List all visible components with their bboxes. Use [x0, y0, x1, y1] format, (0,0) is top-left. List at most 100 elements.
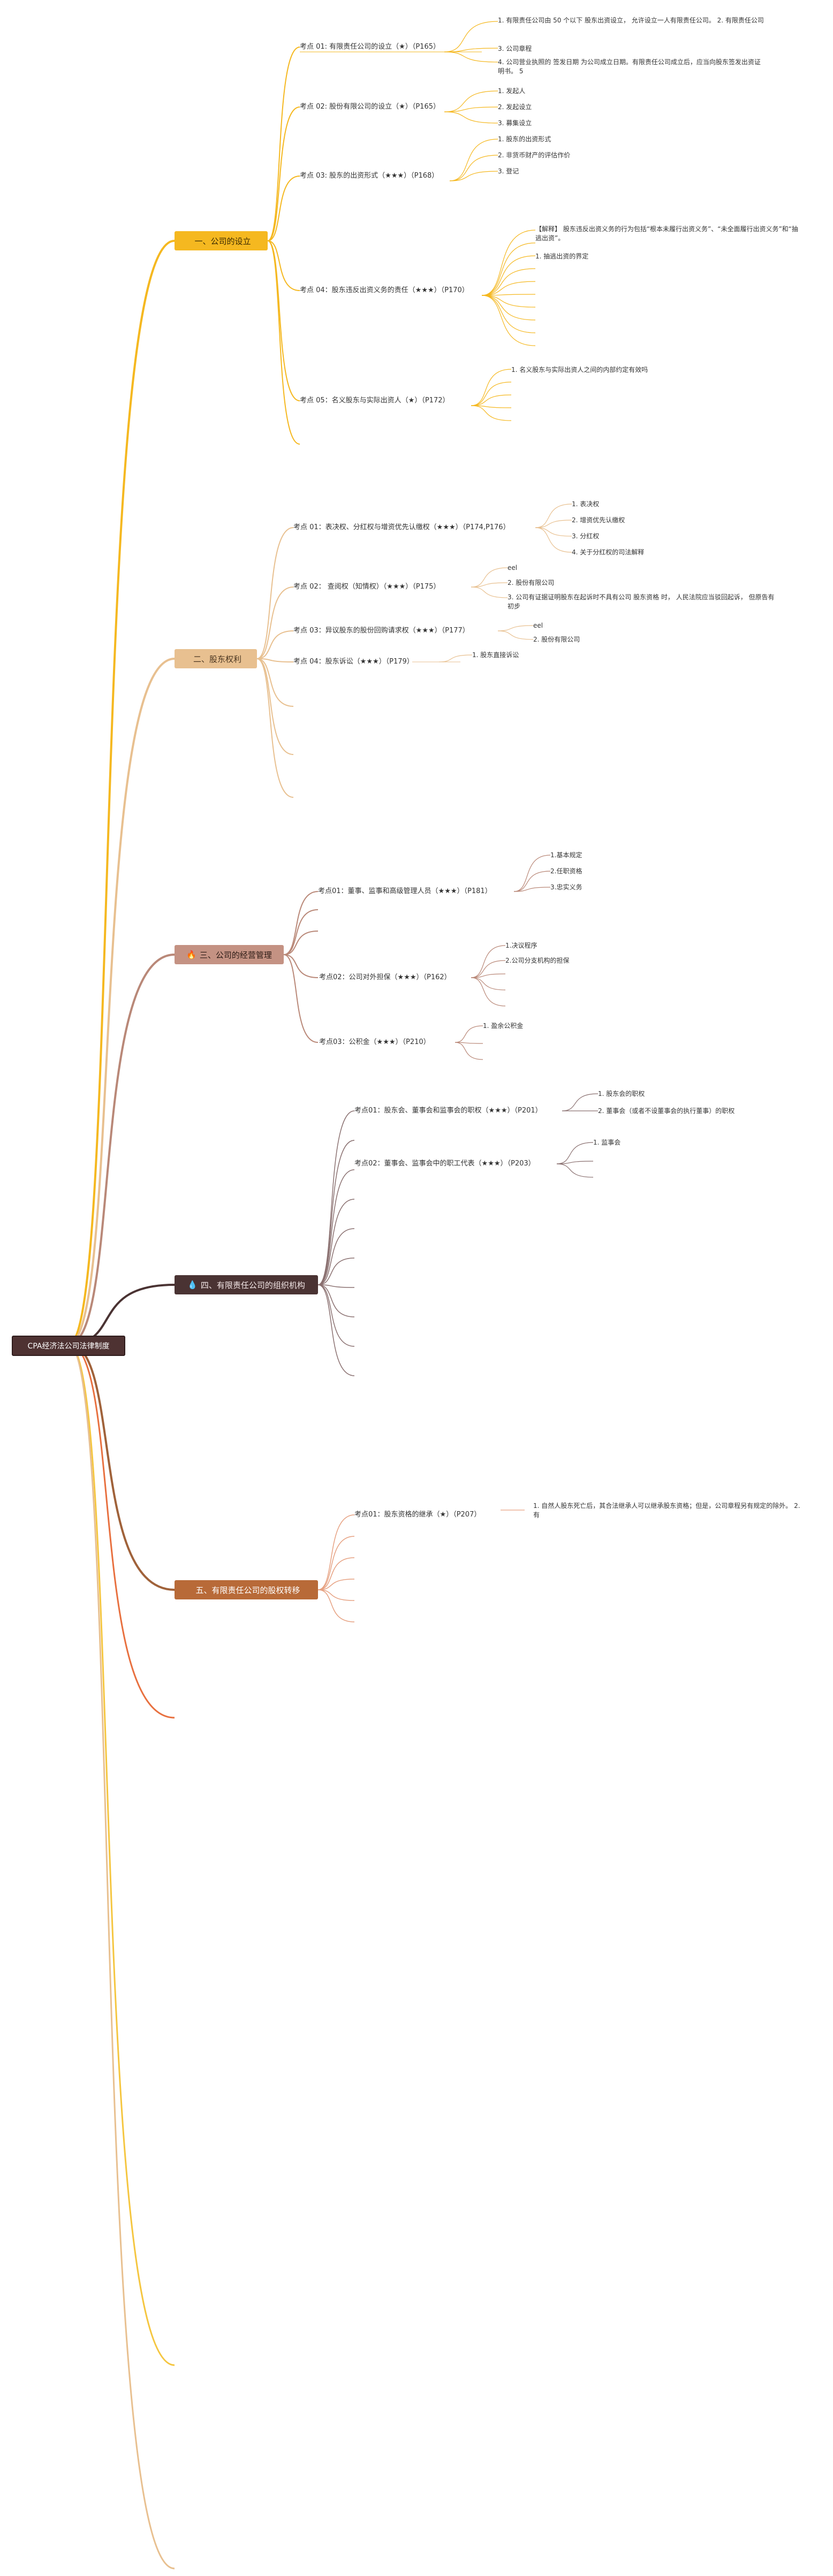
detail-item: 【解释】 股东违反出资义务的行为包括“根本未履行出资义务”、“未全面履行出资义务… — [535, 225, 798, 242]
kaodian-node[interactable]: 考点02：公司对外担保（★★★）（P162） — [319, 973, 451, 981]
connector-line — [256, 658, 294, 798]
detail-item: 1. 表决权 — [572, 500, 600, 508]
connector-line — [471, 382, 512, 406]
connector-line — [481, 295, 536, 333]
connector-line — [455, 1042, 483, 1060]
detail-item: 2. 增资优先认缴权 — [572, 516, 625, 524]
connector-line — [267, 240, 300, 445]
kaodian-node[interactable]: 考点 03：异议股东的股份回购请求权（★★★）（P177） — [293, 627, 469, 635]
connector-line — [455, 1042, 483, 1044]
root-branch-line — [68, 1343, 175, 1719]
section-label: 二、股东权利 — [193, 654, 241, 664]
kaodian-node[interactable]: 考点 02： 查阅权（知情权）（★★★）（P175） — [293, 583, 441, 591]
connector-line — [471, 973, 506, 978]
detail-item: 1. 股东的出资形式 — [498, 135, 551, 143]
detail-item: 3. 公司章程 — [498, 45, 532, 52]
detail-item: 1. 监事会 — [593, 1139, 621, 1146]
section-llc-organization[interactable]: 💧 四、有限责任公司的组织机构 — [175, 1275, 318, 1294]
connector-line — [497, 630, 534, 640]
detail-item: 2. 非货币财产的评估作价 — [498, 151, 571, 159]
connector-line — [444, 90, 498, 112]
section-label: 一、公司的设立 — [194, 236, 251, 246]
connector-line — [471, 586, 508, 598]
kaodian-node[interactable]: 考点01：股东会、董事会和监事会的职权（★★★）（P201） — [354, 1107, 542, 1115]
kaodian-node[interactable]: 考点02：董事会、监事会中的职工代表（★★★）（P203） — [354, 1160, 535, 1168]
connector-line — [317, 1557, 355, 1590]
kaodian-node[interactable]: 考点 02: 股份有限公司的设立（★）（P165） — [300, 103, 440, 111]
root-branch-line — [68, 240, 175, 1345]
detail-item: 1. 股东会的职权 — [598, 1090, 645, 1098]
connector-line — [317, 1284, 355, 1376]
kaodian-node[interactable]: 考点 04：股东诉讼（★★★）（P179） — [293, 658, 414, 666]
connector-line — [317, 1536, 355, 1590]
section-operation-management[interactable]: 🔥 三、公司的经营管理 — [175, 945, 284, 964]
connector-line — [562, 1093, 599, 1111]
connector-line — [471, 394, 512, 406]
connector-line — [449, 139, 498, 181]
connector-line — [317, 1257, 355, 1285]
detail-item: 1. 名义股东与实际出资人之间的内部约定有效吗 — [511, 366, 648, 374]
root-branch-line — [68, 1343, 175, 2570]
detail-item: 1. 发起人 — [498, 87, 526, 95]
connector-line — [481, 255, 536, 296]
connector-line — [471, 977, 506, 990]
connector-line — [267, 240, 300, 401]
detail-item: 2. 股份有限公司 — [533, 636, 580, 643]
detail-item: 1.决议程序 — [505, 942, 537, 949]
connector-line — [449, 171, 498, 181]
connector-line — [317, 1589, 355, 1601]
connector-line — [513, 855, 551, 892]
connector-line — [471, 977, 506, 1007]
connector-line — [481, 242, 536, 296]
connector-line — [283, 954, 319, 1043]
detail-item: eel — [533, 622, 543, 629]
connector-line — [317, 1589, 355, 1622]
connector-line — [267, 106, 300, 241]
section-shareholder-rights[interactable]: 二、股东权利 — [175, 649, 257, 668]
connector-line — [471, 405, 512, 421]
connector-line — [481, 295, 536, 308]
detail-item: 3. 公司有证据证明股东在起诉时不具有公司 股东资格 时， 人民法院应当驳回起诉… — [508, 593, 775, 610]
connector-line — [283, 931, 319, 955]
detail-item: 1. 盈余公积金 — [483, 1022, 524, 1030]
connector-line — [444, 48, 498, 52]
connector-line — [481, 295, 536, 321]
connector-line — [267, 240, 300, 291]
kaodian-node[interactable]: 考点 01: 有限责任公司的设立（★）（P165） — [300, 43, 440, 51]
detail-item: 2. 股份有限公司 — [508, 579, 555, 586]
connector-line — [256, 658, 294, 755]
root-node[interactable]: CPA经济法公司法律制度 — [12, 1336, 125, 1356]
connector-line — [513, 871, 551, 892]
fire-icon: 🔥 — [186, 950, 196, 959]
section-equity-transfer[interactable]: 五、有限责任公司的股权转移 — [175, 1580, 318, 1599]
root-branch-line — [68, 658, 175, 1345]
kaodian-node[interactable]: 考点 05：名义股东与实际出资人（★）（P172） — [300, 397, 450, 405]
connector-line — [444, 106, 498, 112]
connector-line — [471, 567, 508, 588]
root-branch-line — [68, 1343, 175, 2366]
detail-item: 2.公司分支机构的担保 — [505, 957, 570, 964]
connector-line — [256, 527, 294, 659]
detail-item: 4. 关于分红权的司法解释 — [572, 548, 645, 556]
detail-item: 1. 自然人股东死亡后，其合法继承人可以继承股东资格；但是，公司章程另有规定的除… — [533, 1502, 800, 1519]
kaodian-node[interactable]: 考点 03: 股东的出资形式（★★★）（P168） — [300, 172, 439, 180]
kaodian-node[interactable]: 考点01：股东资格的继承（★）（P207） — [354, 1511, 481, 1519]
connector-line — [535, 520, 572, 528]
connector-line — [535, 527, 572, 553]
kaodian-node[interactable]: 考点 01：表决权、分红权与增资优先认缴权（★★★）（P174,P176） — [293, 523, 510, 531]
connector-line — [283, 909, 319, 955]
droplet-icon: 💧 — [187, 1280, 198, 1290]
kaodian-node[interactable]: 考点 04：股东违反出资义务的责任（★★★）（P170） — [300, 286, 469, 294]
kaodian-node[interactable]: 考点03：公积金（★★★）（P210） — [319, 1038, 430, 1046]
detail-item: 3. 募集设立 — [498, 119, 532, 127]
connector-line — [481, 281, 536, 296]
detail-item: 2. 发起设立 — [498, 103, 532, 111]
connector-line — [317, 1110, 355, 1285]
connector-line — [444, 51, 498, 63]
connector-line — [481, 295, 536, 346]
kaodian-node[interactable]: 考点01：董事、监事和高级管理人员（★★★）（P181） — [318, 887, 492, 895]
detail-item: 1. 有限责任公司由 50 个以下 股东出资设立， 允许设立一人有限责任公司。 … — [498, 17, 764, 24]
section-company-establishment[interactable]: 一、公司的设立 — [175, 231, 268, 250]
connector-line — [471, 369, 512, 406]
